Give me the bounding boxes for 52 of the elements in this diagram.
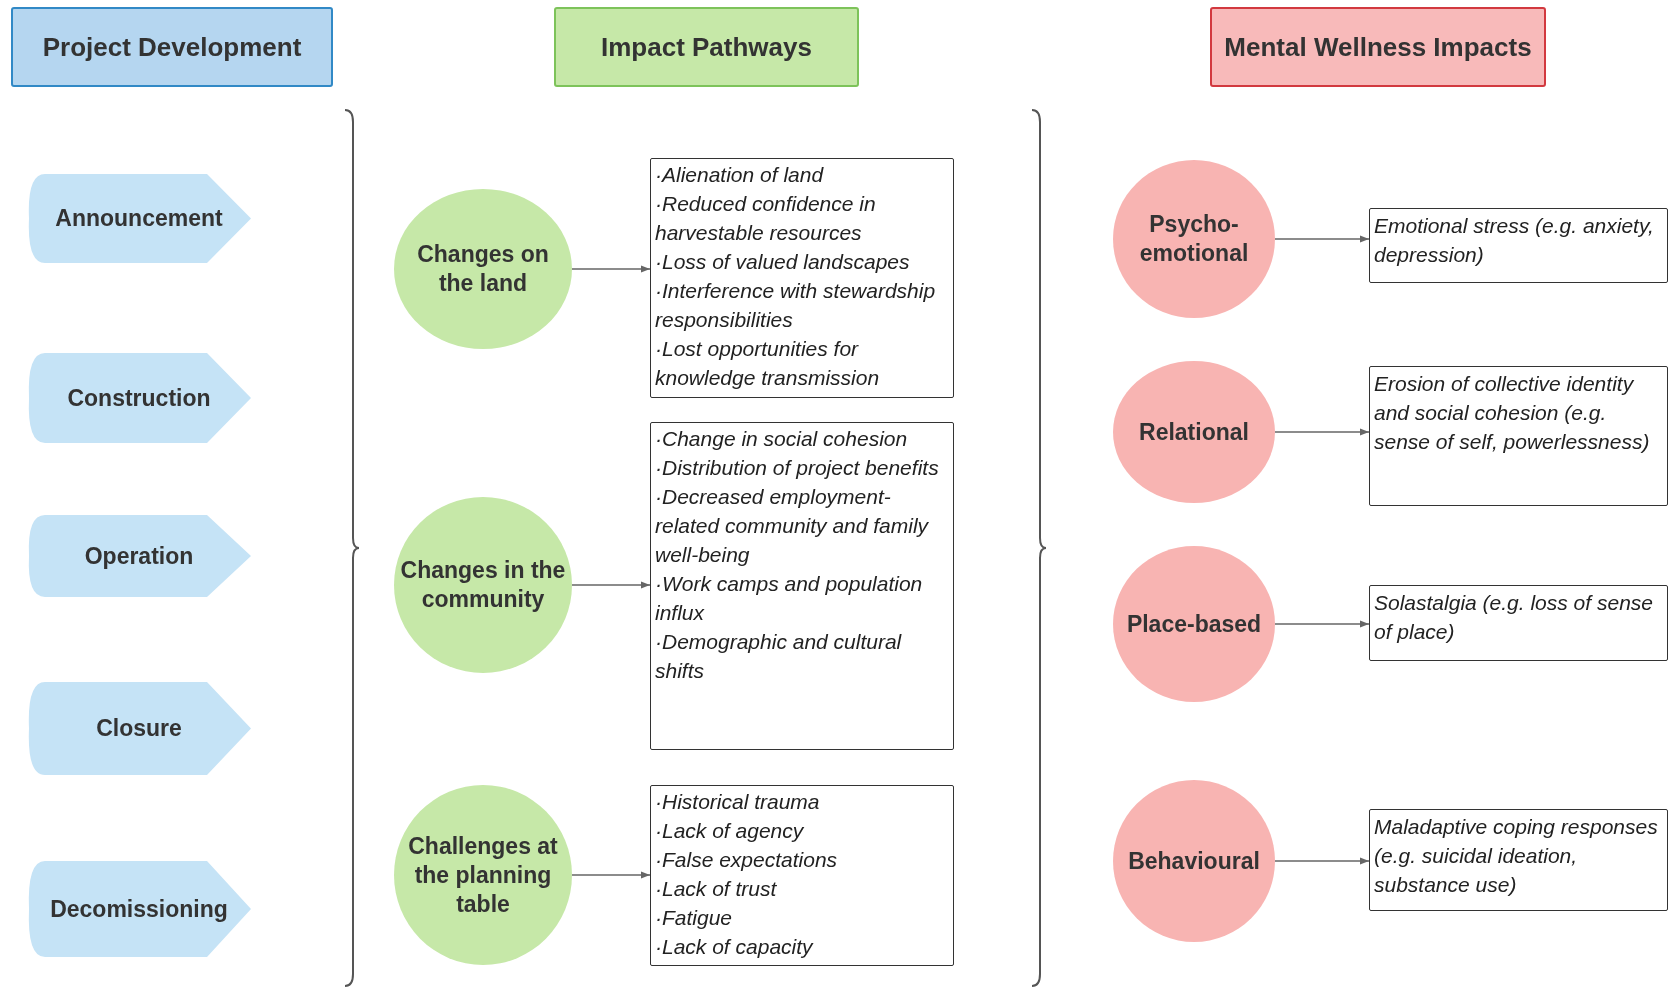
circle-label: Challenges at the planning table	[407, 831, 559, 919]
bullet-text: ·Loss of valued landscapes	[655, 249, 910, 275]
header-title: Impact Pathways	[601, 31, 812, 63]
bullet-text: ·Fatigue	[655, 905, 733, 931]
header-title: Project Development	[42, 31, 302, 63]
bullet-text: ·Alienation of land	[655, 162, 824, 188]
column-header	[1210, 7, 1546, 87]
description-box	[650, 422, 954, 750]
stage-label: Announcement	[55, 205, 223, 232]
description-box	[1369, 366, 1668, 506]
arrow	[1274, 428, 1370, 436]
arrow	[1274, 620, 1370, 628]
description-box	[650, 785, 954, 966]
circle-label: Psycho-emotional	[1138, 210, 1250, 268]
arrow	[571, 871, 651, 879]
bullet-text: ·Lack of capacity	[655, 934, 813, 960]
circle-label: Relational	[1139, 417, 1249, 447]
bullet-text: Emotional stress (e.g. anxiety, depression)	[1374, 213, 1655, 268]
bullet-text: ·Demographic and cultural shifts	[655, 629, 903, 684]
bullet-text: Maladaptive coping responses (e.g. suicidal ideation, substance use)	[1374, 814, 1659, 898]
column-header	[11, 7, 333, 87]
description-box	[1369, 585, 1668, 661]
arrow	[1274, 235, 1370, 243]
header-title: Mental Wellness Impacts	[1224, 31, 1532, 63]
arrow	[571, 581, 651, 589]
stage-label: Decomissioning	[50, 895, 228, 923]
stage-label: Closure	[96, 715, 182, 742]
bullet-text: ·Interference with stewardship responsibilities	[655, 278, 937, 333]
arrow	[1274, 857, 1370, 865]
bullet-text: ·Lost opportunities for knowledge transmission	[655, 336, 881, 391]
bullet-text: ·Lack of trust	[655, 876, 777, 902]
bullet-text: ·Lack of agency	[655, 818, 804, 844]
bullet-text: ·Reduced confidence in harvestable resources	[655, 191, 877, 246]
stage-label: Construction	[67, 384, 211, 412]
column-header	[554, 7, 859, 87]
bullet-text: ·Decreased employment-related community and family well-being	[655, 484, 930, 568]
description-box	[1369, 208, 1668, 283]
bullet-text: ·False expectations	[655, 847, 838, 873]
bullet-text: Erosion of collective identity and social cohesion (e.g. sense of self, powerlessness)	[1374, 371, 1651, 455]
arrow	[571, 265, 651, 273]
bullet-text: ·Change in social cohesion	[655, 426, 908, 452]
bullet-text: ·Historical trauma	[655, 789, 820, 815]
circle-label: Changes in the community	[400, 556, 566, 614]
circle-label: Behavioural	[1128, 846, 1260, 876]
bullet-text: ·Work camps and population influx	[655, 571, 924, 626]
circle-label: Place-based	[1126, 609, 1262, 639]
bullet-text: ·Distribution of project benefits	[655, 455, 939, 481]
description-box	[650, 158, 954, 398]
circle-label: Changes on the land	[416, 240, 550, 298]
bullet-text: Solastalgia (e.g. loss of sense of place)	[1374, 590, 1654, 645]
stage-label: Operation	[84, 542, 194, 570]
description-box	[1369, 809, 1668, 911]
